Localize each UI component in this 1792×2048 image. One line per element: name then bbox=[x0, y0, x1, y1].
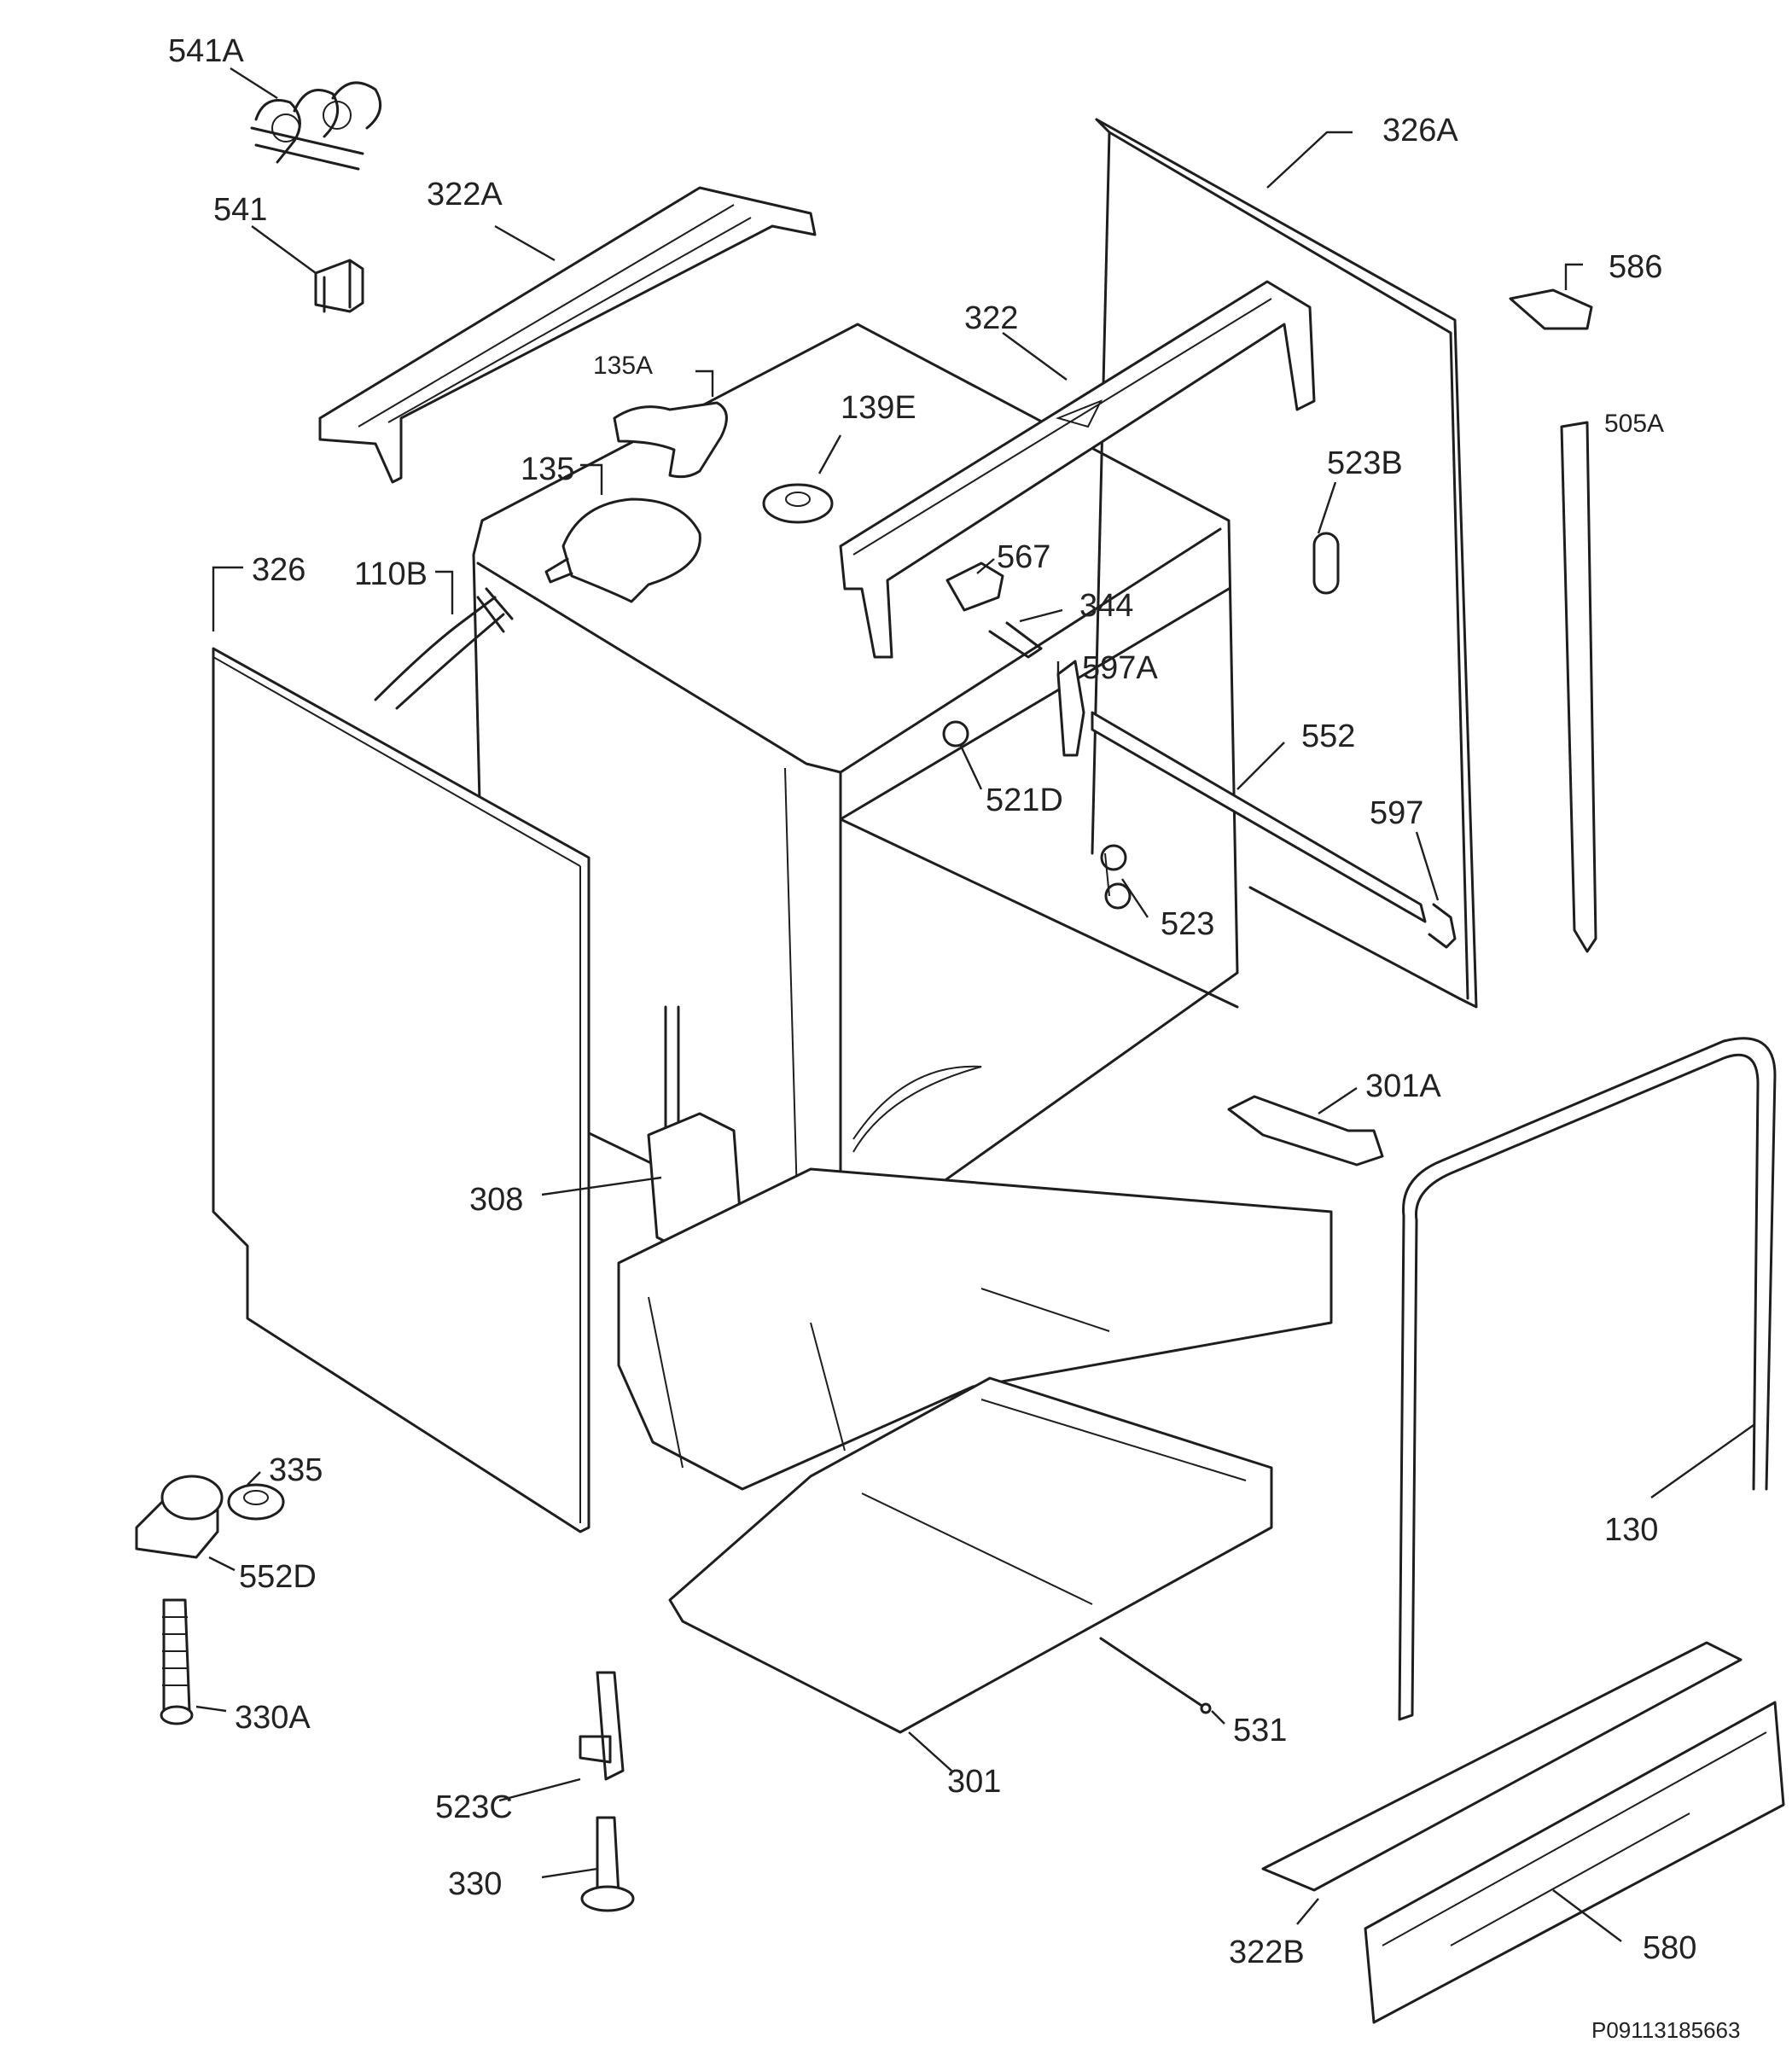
label-322A: 322A bbox=[427, 177, 503, 212]
part-552D-actuator bbox=[135, 1475, 224, 1559]
part-335-gear bbox=[227, 1483, 285, 1521]
part-531-pin bbox=[1099, 1637, 1212, 1714]
part-301A-handle bbox=[1227, 1095, 1384, 1167]
part-135-reservoir bbox=[544, 497, 701, 603]
label-505A: 505A bbox=[1604, 410, 1664, 438]
part-344-spring-clip bbox=[988, 621, 1043, 659]
part-130-door-seal bbox=[1398, 1037, 1777, 1721]
part-521D-nut bbox=[942, 720, 969, 748]
part-523B-guide bbox=[1312, 532, 1340, 595]
part-505A-seal-strip bbox=[1560, 421, 1597, 953]
part-322-upper-frame bbox=[839, 280, 1316, 659]
part-523C-hinge-guide bbox=[579, 1671, 625, 1781]
part-301-base-tray bbox=[668, 1376, 1273, 1734]
label-135: 135 bbox=[521, 451, 574, 487]
part-586-bracket bbox=[1509, 288, 1593, 330]
label-552D: 552D bbox=[239, 1559, 317, 1595]
label-523: 523 bbox=[1161, 906, 1214, 942]
part-597-clip bbox=[1428, 903, 1457, 949]
label-110B: 110B bbox=[354, 556, 428, 592]
part-580-kick-plate bbox=[1364, 1701, 1785, 2024]
label-301: 301 bbox=[947, 1764, 1001, 1800]
label-567: 567 bbox=[997, 539, 1050, 575]
label-344: 344 bbox=[1079, 588, 1133, 624]
label-322: 322 bbox=[964, 300, 1018, 336]
label-597A: 597A bbox=[1082, 650, 1158, 686]
part-541-clip bbox=[314, 259, 364, 313]
label-330A: 330A bbox=[235, 1700, 311, 1736]
label-330: 330 bbox=[448, 1866, 502, 1902]
leader-lines bbox=[195, 67, 1754, 1942]
label-335: 335 bbox=[269, 1452, 323, 1488]
label-597: 597 bbox=[1370, 795, 1423, 831]
label-586: 586 bbox=[1609, 249, 1662, 285]
part-139E-cap bbox=[762, 483, 834, 524]
label-531: 531 bbox=[1233, 1713, 1287, 1748]
label-308: 308 bbox=[469, 1182, 523, 1218]
label-521D: 521D bbox=[986, 783, 1063, 818]
part-330-screw bbox=[580, 1816, 635, 1912]
part-567-bracket bbox=[945, 561, 1004, 612]
label-326A: 326A bbox=[1382, 113, 1458, 148]
label-523B: 523B bbox=[1327, 445, 1403, 481]
label-301A: 301A bbox=[1365, 1068, 1441, 1104]
part-552-rail bbox=[1091, 711, 1427, 923]
part-330A-screw bbox=[160, 1598, 194, 1725]
part-322A-top-rail bbox=[318, 186, 817, 484]
part-base-frame bbox=[617, 1167, 1333, 1491]
label-135A: 135A bbox=[593, 352, 653, 380]
part-110B-hose bbox=[374, 587, 514, 710]
label-130: 130 bbox=[1604, 1512, 1658, 1548]
part-523-roller bbox=[1100, 844, 1132, 910]
part-322B-bottom-rail bbox=[1261, 1641, 1743, 1892]
part-326-side-panel bbox=[212, 647, 591, 1533]
label-541: 541 bbox=[213, 192, 267, 228]
part-326A-rear-panel bbox=[1091, 118, 1478, 1009]
label-541A: 541A bbox=[168, 33, 244, 69]
label-139E: 139E bbox=[841, 390, 916, 426]
label-326: 326 bbox=[252, 552, 305, 588]
label-523C: 523C bbox=[435, 1789, 513, 1825]
part-541A-hose-clips bbox=[250, 81, 382, 171]
label-322B: 322B bbox=[1229, 1935, 1305, 1970]
document-id: P09113185663 bbox=[1591, 2017, 1740, 2043]
label-580: 580 bbox=[1643, 1930, 1696, 1966]
part-135A-strap bbox=[613, 401, 728, 479]
part-597A-clip bbox=[1056, 660, 1085, 757]
label-552: 552 bbox=[1301, 719, 1355, 754]
